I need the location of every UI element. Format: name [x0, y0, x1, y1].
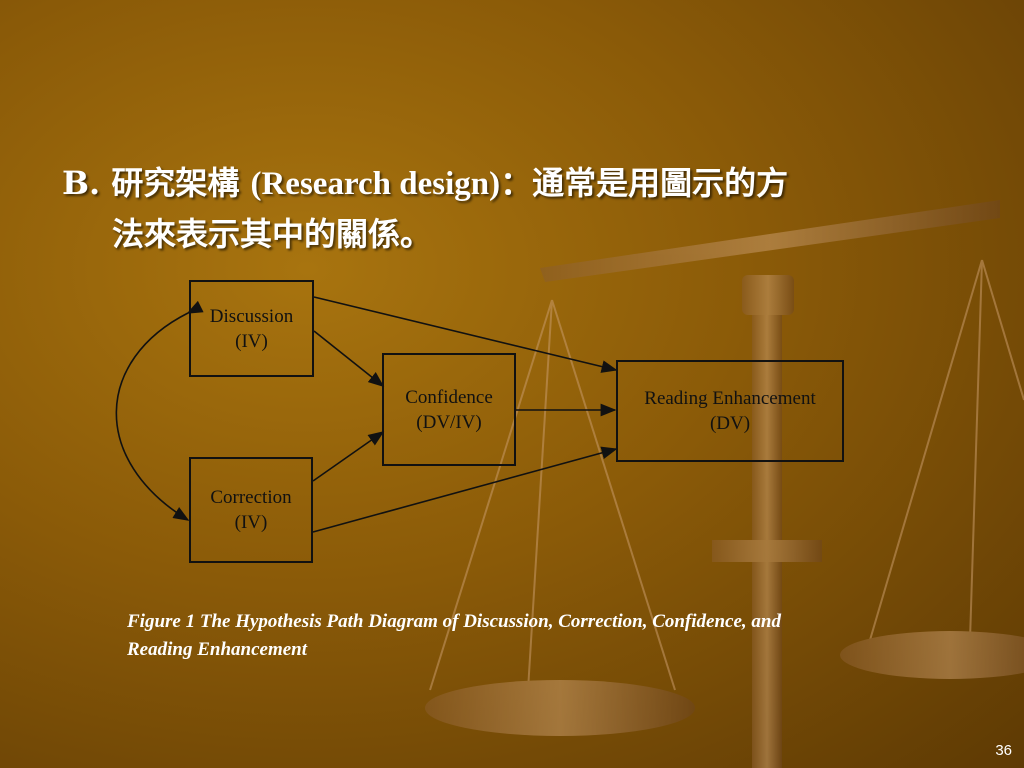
node-discussion-name: Discussion	[209, 305, 294, 327]
heading-prefix: B.	[62, 164, 101, 202]
arrow-discussion-to-reading	[313, 296, 618, 373]
caption-line2: Reading Enhancement	[127, 639, 307, 660]
arrow-correction-to-reading	[312, 446, 618, 533]
node-reading-role: (DV)	[709, 413, 751, 434]
heading-line2: 法來表示其中的關係。	[112, 215, 433, 253]
node-confidence-role: (DV/IV)	[416, 411, 482, 433]
node-correction-name: Correction	[210, 487, 292, 508]
page-number: 36	[995, 742, 1012, 759]
arrow-discussion-to-confidence	[313, 330, 385, 387]
heading-en-part: (Research design)	[250, 166, 501, 202]
heading-zh-part2: ：通常是用圖示的方	[500, 164, 789, 202]
node-correction: Correction (IV)	[189, 457, 313, 563]
arrow-correlation-curve	[115, 300, 204, 521]
caption-line1: Figure 1 The Hypothesis Path Diagram of …	[127, 611, 781, 632]
node-reading-enhancement: Reading Enhancement (DV)	[616, 360, 844, 462]
slide-heading: B. 研究架構 (Research design)：通常是用圖示的方 法來表示其…	[62, 158, 962, 259]
heading-zh-part1: 研究架構	[111, 164, 240, 202]
figure-caption: Figure 1 The Hypothesis Path Diagram of …	[127, 608, 947, 664]
node-correction-role: (IV)	[234, 512, 268, 533]
arrow-correction-to-confidence	[312, 431, 385, 482]
node-reading-name: Reading Enhancement	[644, 388, 816, 409]
node-confidence-name: Confidence	[405, 386, 493, 408]
node-discussion: Discussion (IV)	[189, 280, 314, 377]
node-discussion-role: (IV)	[235, 330, 268, 352]
node-confidence: Confidence (DV/IV)	[382, 353, 516, 466]
